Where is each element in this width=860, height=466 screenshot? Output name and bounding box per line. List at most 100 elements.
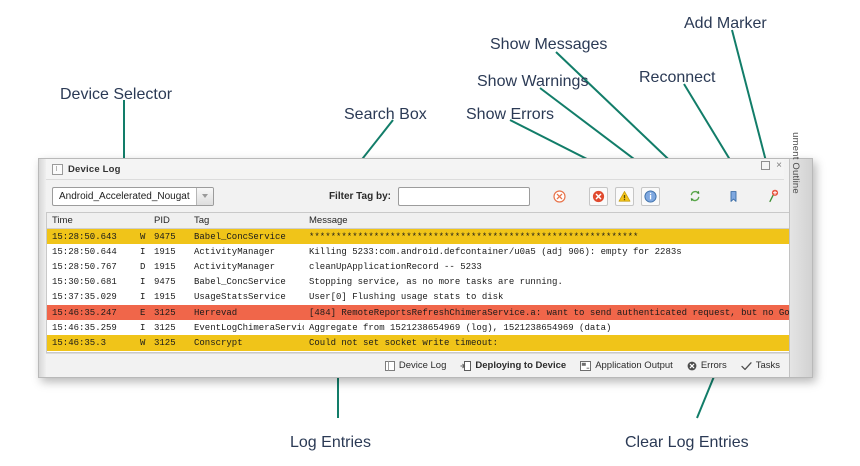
log-cell-level: D <box>140 261 146 272</box>
tab-device-log-label: Device Log <box>68 163 121 175</box>
annotation-log-entries: Log Entries <box>290 434 371 451</box>
filter-tag-label: Filter Tag by: <box>328 190 391 202</box>
status-item-application-output[interactable]: Application Output <box>580 360 673 371</box>
column-header-time: Time <box>52 215 73 226</box>
add-marker-button[interactable] <box>763 187 782 206</box>
log-cell-level: E <box>140 307 146 318</box>
annotation-search-box: Search Box <box>344 106 427 123</box>
tab-device-log[interactable]: Device Log <box>52 163 121 175</box>
log-cell-pid: 3125 <box>154 322 176 333</box>
panel-icon <box>384 360 395 371</box>
table-row[interactable]: 15:28:50.644 I 1915 ActivityManager Killing … <box>47 244 789 260</box>
column-header-message: Message <box>309 215 348 226</box>
annotation-device-selector: Device Selector <box>60 86 173 103</box>
status-item-deploying-to-device[interactable]: Deploying to Device <box>460 360 566 371</box>
device-selector-value: Android_Accelerated_Nougat <box>59 190 190 202</box>
status-item-errors[interactable]: Errors <box>687 360 727 371</box>
show-messages-button[interactable] <box>641 186 660 206</box>
annotation-reconnect: Reconnect <box>639 69 716 86</box>
log-cell-time: 15:46:35.247 <box>52 307 117 318</box>
show-warnings-button[interactable] <box>615 186 634 206</box>
clear-log-entries-button[interactable] <box>550 187 569 206</box>
annotation-show-warnings: Show Warnings <box>477 73 589 90</box>
log-cell-message: cleanUpApplicationRecord -- 5233 <box>309 261 482 272</box>
toolbar-right-group: Filter Tag by: <box>328 186 790 206</box>
log-cell-time: 15:28:50.767 <box>52 261 117 272</box>
log-cell-pid: 1915 <box>154 292 176 303</box>
search-input[interactable] <box>399 187 529 205</box>
log-cell-time: 15:28:50.643 <box>52 231 117 242</box>
log-cell-time: 15:37:35.029 <box>52 292 117 303</box>
device-log-toolbar: Android_Accelerated_Nougat Filter Tag by… <box>46 180 790 212</box>
panel-icon <box>52 163 63 175</box>
show-errors-button[interactable] <box>589 186 608 206</box>
reconnect-refresh-icon <box>690 190 699 202</box>
log-table-header: Time PID Tag Message <box>47 213 789 229</box>
reconnect-button[interactable] <box>685 187 704 206</box>
console-icon <box>580 360 592 371</box>
status-item-tasks-label: Tasks <box>755 360 780 371</box>
log-cell-level: I <box>140 292 146 303</box>
deploy-icon <box>460 360 472 371</box>
log-cell-message: Aggregate from 1521238654969 (log), 1521… <box>309 322 612 333</box>
log-cell-message: User[0] Flushing usage stats to disk <box>309 292 504 303</box>
log-cell-tag: ActivityManager <box>194 246 276 257</box>
annotation-show-errors: Show Errors <box>466 106 555 123</box>
clear-circle-x-icon <box>553 189 566 203</box>
column-header-pid: PID <box>154 215 170 226</box>
close-icon[interactable]: × <box>776 160 782 171</box>
log-cell-tag: Babel_ConcService <box>194 277 286 288</box>
annotation-show-messages: Show Messages <box>490 36 608 53</box>
log-cell-tag: UsageStatsService <box>194 292 286 303</box>
info-circle-icon <box>644 189 657 203</box>
status-bar: Device Log Deploying to Device Applicati… <box>46 353 790 377</box>
log-cell-message: Killing 5233:com.android.defcontainer/u0… <box>309 246 682 257</box>
bookmark-button[interactable] <box>724 187 743 206</box>
log-cell-tag: Babel_ConcService <box>194 231 286 242</box>
error-circle-x-icon <box>592 190 605 202</box>
error-icon <box>687 361 697 370</box>
restore-icon[interactable] <box>761 161 771 170</box>
chevron-down-icon[interactable] <box>195 187 213 205</box>
document-outline-label: ument Outline <box>790 132 801 194</box>
log-cell-pid: 3125 <box>154 337 176 348</box>
log-cell-pid: 9475 <box>154 231 176 242</box>
device-log-window: Device Log × Android_Accelerated_Nougat … <box>38 132 813 378</box>
status-item-device-log[interactable]: Device Log <box>384 360 447 371</box>
log-cell-pid: 1915 <box>154 246 176 257</box>
log-cell-tag: Herrevad <box>194 307 238 318</box>
log-cell-tag: ActivityManager <box>194 261 276 272</box>
status-item-errors-label: Errors <box>700 360 727 371</box>
window-controls: × <box>761 160 782 171</box>
column-header-tag: Tag <box>194 215 210 226</box>
log-cell-time: 15:30:50.681 <box>52 277 117 288</box>
search-box[interactable] <box>398 186 530 206</box>
add-marker-pin-icon <box>768 189 778 203</box>
status-item-device-log-label: Device Log <box>398 360 447 371</box>
log-cell-pid: 3125 <box>154 307 176 318</box>
table-row[interactable]: 15:37:35.029 I 1915 UsageStatsService User[0… <box>47 289 789 305</box>
document-outline-strip[interactable]: ument Outline <box>789 132 812 377</box>
log-cell-time: 15:46:35.259 <box>52 322 117 333</box>
annotation-clear-log-entries: Clear Log Entries <box>625 434 749 451</box>
log-cell-tag: Conscrypt <box>194 337 243 348</box>
log-cell-tag: EventLogChimeraService <box>194 322 304 333</box>
status-item-tasks[interactable]: Tasks <box>741 360 780 371</box>
annotation-add-marker: Add Marker <box>684 15 767 32</box>
log-cell-level: I <box>140 246 146 257</box>
status-item-deploying-label: Deploying to Device <box>475 360 567 371</box>
window-titlebar: Device Log <box>46 159 784 180</box>
device-selector[interactable]: Android_Accelerated_Nougat <box>52 186 214 206</box>
log-cell-time: 15:28:50.644 <box>52 246 117 257</box>
log-cell-level: W <box>140 337 146 348</box>
log-cell-level: W <box>140 231 146 242</box>
